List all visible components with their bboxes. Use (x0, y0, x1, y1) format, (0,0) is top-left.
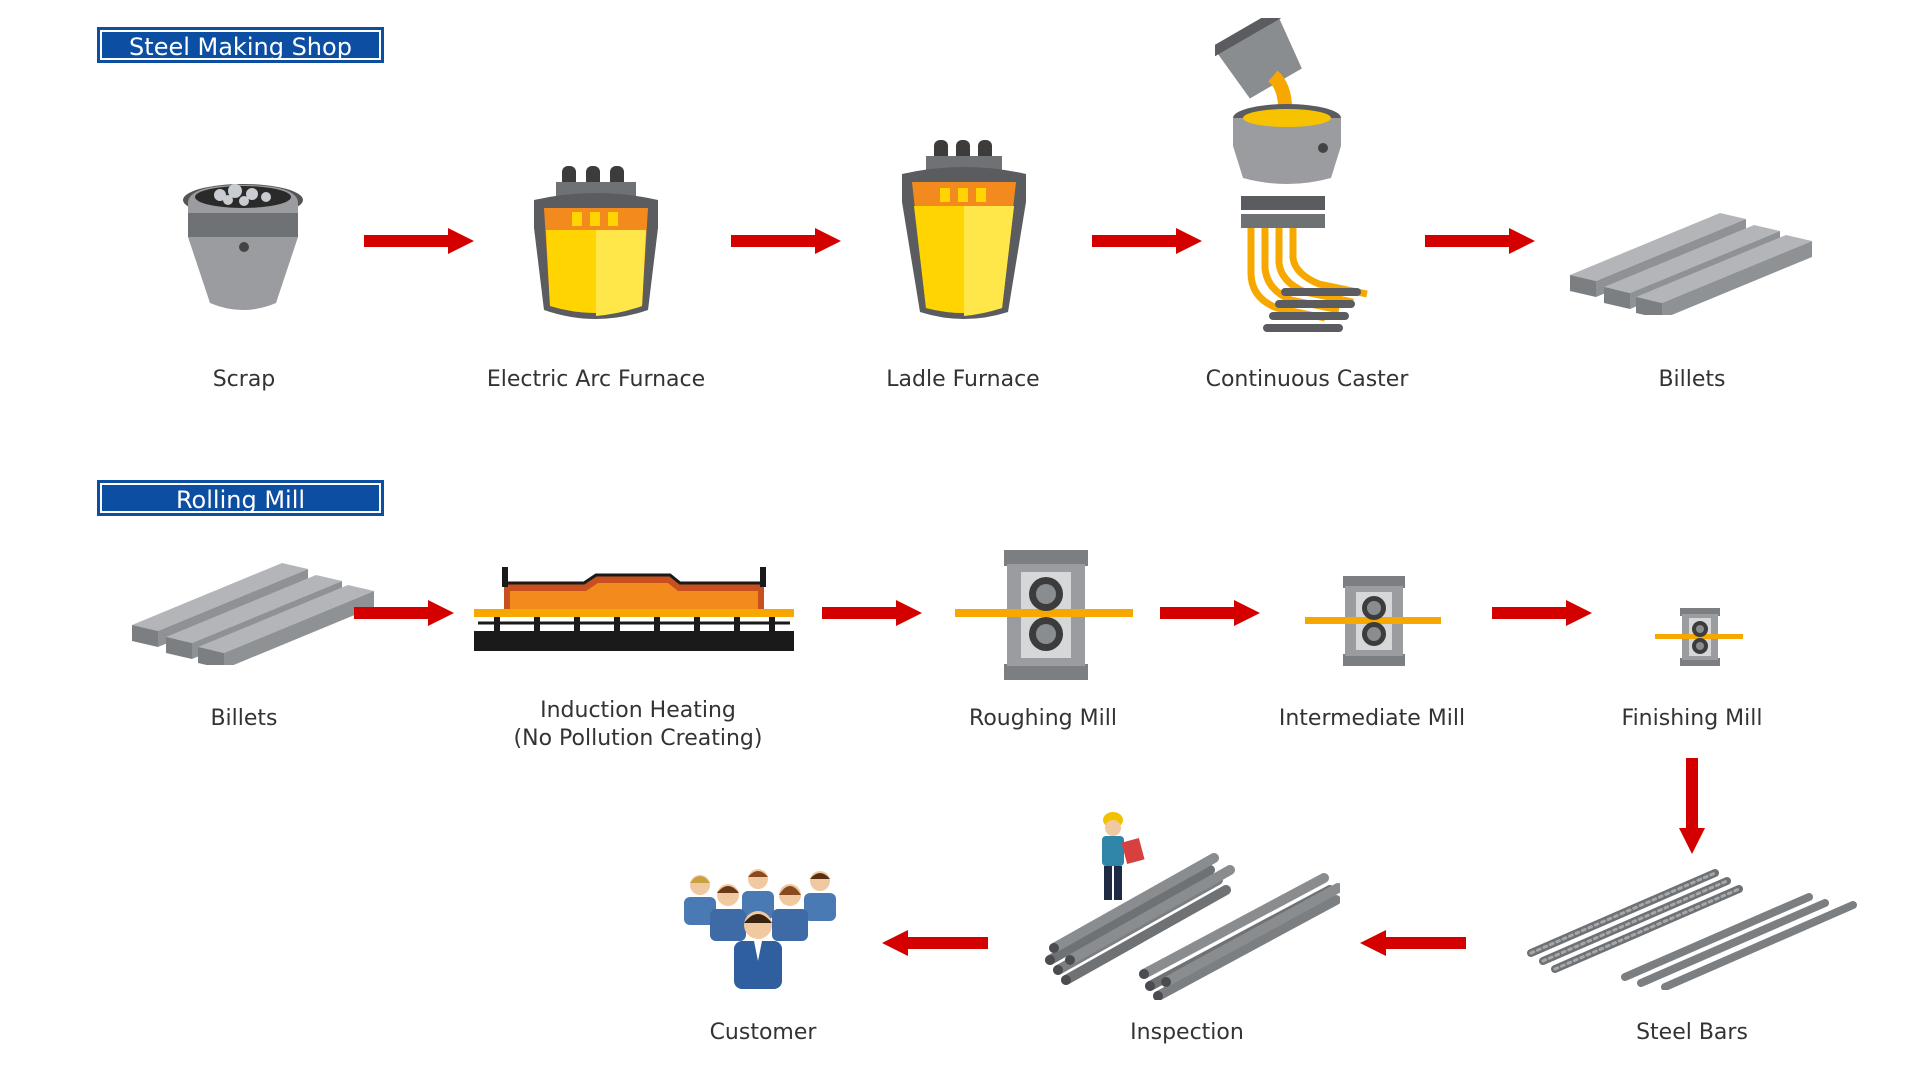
intermediate-mill-icon (1305, 576, 1441, 666)
label-roughing: Roughing Mill (969, 706, 1117, 731)
label-intermediate: Intermediate Mill (1278, 706, 1466, 731)
finishing-mill-icon (1655, 608, 1743, 666)
customer-group-icon (684, 869, 836, 989)
worker-icon (1102, 812, 1145, 900)
label-finishing: Finishing Mill (1621, 706, 1763, 731)
arrow-right-icon (1160, 600, 1260, 626)
arrow-right-icon (1492, 600, 1592, 626)
continuous-caster-icon (1215, 18, 1368, 332)
label-induction-line2: (No Pollution Creating) (513, 726, 763, 751)
scrap-bucket-icon (183, 184, 303, 310)
arrow-right-icon (1092, 228, 1202, 254)
arrow-right-icon (364, 228, 474, 254)
section-steel-making: Steel Making Shop (97, 27, 384, 63)
label-ladle: Ladle Furnace (886, 367, 1040, 392)
ladle-furnace-icon (902, 140, 1026, 319)
arrow-right-icon (354, 600, 454, 626)
label-caster: Continuous Caster (1205, 367, 1409, 392)
arrow-down-icon (1679, 758, 1705, 854)
arrow-right-icon (822, 600, 922, 626)
label-customer: Customer (709, 1020, 817, 1045)
electric-arc-furnace-icon (534, 166, 658, 319)
label-billets-1: Billets (1658, 367, 1726, 392)
label-eaf: Electric Arc Furnace (486, 367, 706, 392)
section-rolling-mill: Rolling Mill (97, 480, 384, 516)
inspection-icon (1045, 812, 1340, 1000)
label-scrap: Scrap (212, 367, 276, 392)
label-steel-bars: Steel Bars (1636, 1020, 1748, 1045)
billets-icon (1570, 213, 1812, 315)
arrow-left-icon (1360, 930, 1466, 956)
roughing-mill-icon (955, 550, 1133, 680)
arrow-left-icon (882, 930, 988, 956)
arrow-right-icon (1425, 228, 1535, 254)
steel-bars-icon (1527, 869, 1857, 990)
label-induction-line1: Induction Heating (540, 698, 736, 723)
induction-heating-icon (474, 567, 794, 651)
label-inspection: Inspection (1130, 1020, 1244, 1045)
arrow-right-icon (731, 228, 841, 254)
label-billets-2: Billets (210, 706, 278, 731)
billets-icon (132, 563, 374, 665)
